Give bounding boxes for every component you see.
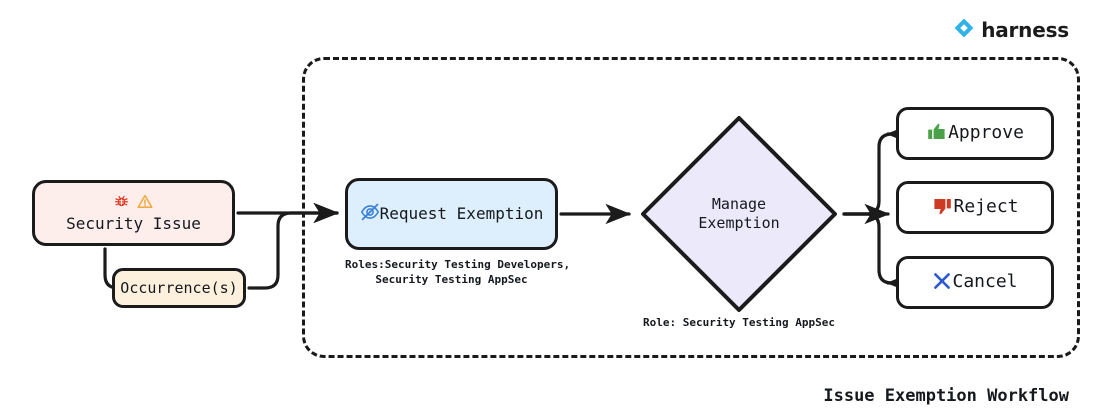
occurrences-label: Occurrence(s): [120, 278, 238, 297]
manage-exemption-caption: Role: Security Testing AppSec: [642, 316, 836, 329]
bug-icon: [114, 194, 129, 213]
request-exemption-label: Request Exemption: [379, 204, 544, 223]
request-exemption-icon-row: [360, 202, 380, 226]
approve-icon-row: [926, 121, 948, 147]
thumbs-down-icon: [931, 195, 953, 221]
warning-triangle-icon: [137, 194, 153, 213]
node-cancel[interactable]: Cancel: [896, 256, 1054, 309]
security-issue-label: Security Issue: [66, 213, 201, 233]
reject-label: Reject: [953, 196, 1019, 218]
node-approve[interactable]: Approve: [896, 107, 1054, 160]
diagram-title: Issue Exemption Workflow: [823, 386, 1069, 406]
node-reject[interactable]: Reject: [896, 181, 1054, 234]
reject-icon-row: [931, 195, 953, 221]
security-issue-icon-row: [114, 194, 153, 213]
diamond-shape: [641, 116, 837, 312]
thumbs-up-icon: [926, 121, 948, 147]
node-occurrences[interactable]: Occurrence(s): [112, 268, 246, 308]
cancel-icon-row: [932, 271, 952, 295]
request-exemption-caption: Roles:Security Testing Developers, Secur…: [345, 258, 571, 286]
node-manage-exemption[interactable]: Manage Exemption: [637, 112, 841, 316]
approve-label: Approve: [948, 122, 1024, 144]
brand-name: harness: [981, 18, 1069, 42]
cancel-label: Cancel: [952, 271, 1018, 293]
eye-off-icon: [360, 202, 380, 226]
exemption-workflow-group: [302, 57, 1080, 358]
harness-logo-icon: [953, 17, 975, 43]
x-cross-icon: [932, 271, 952, 295]
manage-exemption-label: Manage Exemption: [698, 195, 780, 232]
node-request-exemption[interactable]: Request Exemption: [345, 178, 558, 250]
harness-brand: harness: [953, 17, 1069, 43]
node-security-issue[interactable]: Security Issue: [32, 180, 235, 246]
